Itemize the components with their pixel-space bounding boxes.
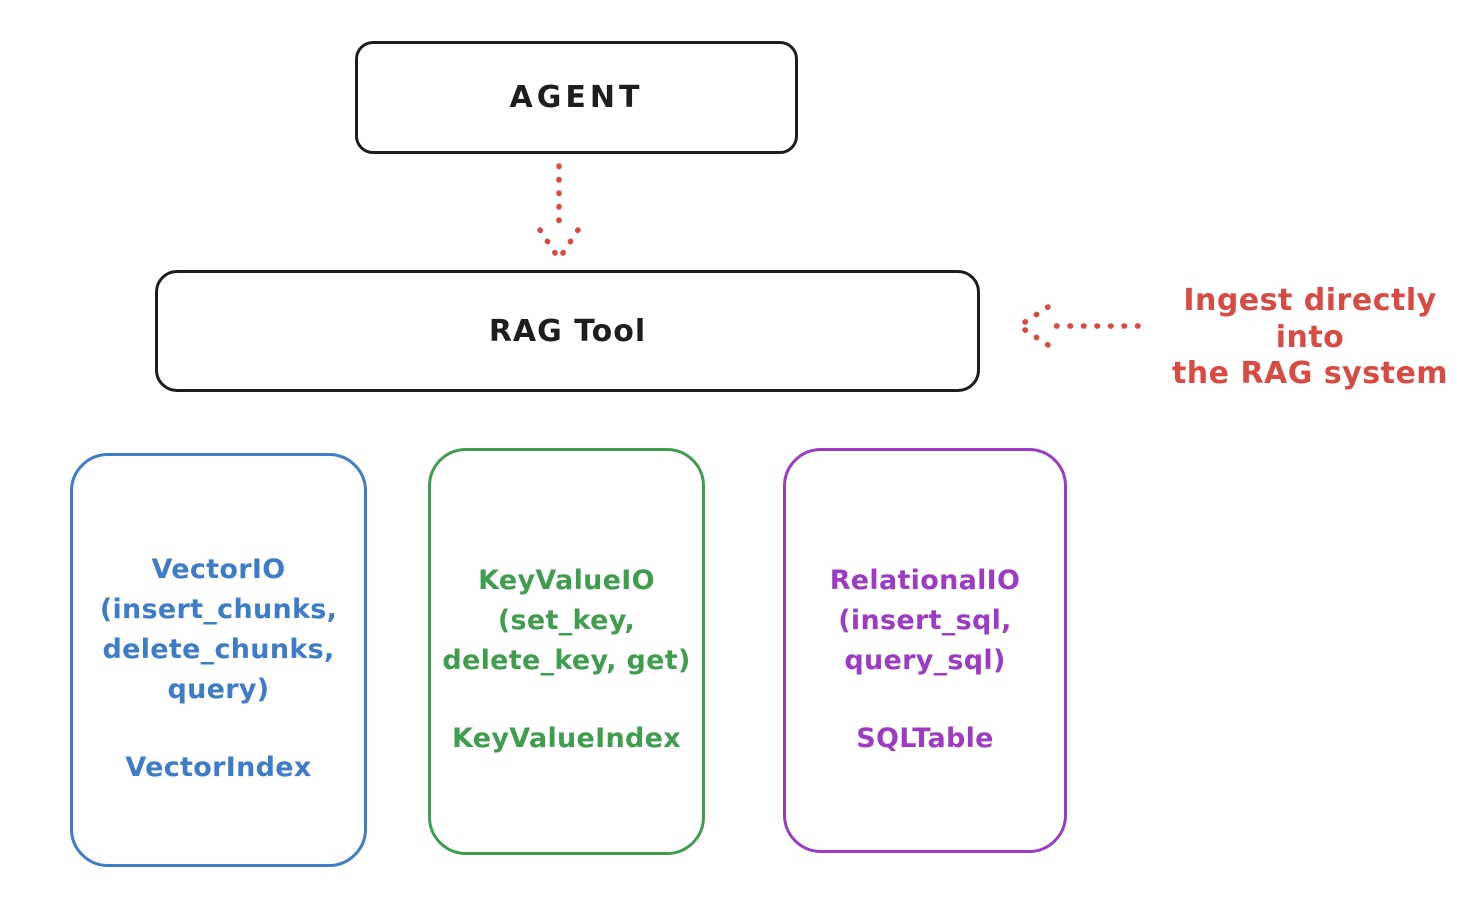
vector-io-methods: (insert_chunks, delete_chunks, query) (99, 593, 338, 705)
keyvalue-io-methods: (set_key, delete_key, get) (442, 604, 691, 676)
rag-tool-label: RAG Tool (488, 313, 647, 349)
relational-io-index: SQLTable (856, 722, 994, 754)
keyvalue-io-index: KeyValueIndex (451, 722, 681, 754)
vector-io-title: VectorIO (151, 554, 286, 585)
keyvalue-io-title: KeyValueIO (478, 565, 655, 596)
vector-io-index: VectorIndex (125, 751, 312, 783)
vector-io-box: VectorIO (insert_chunks, delete_chunks, … (70, 453, 367, 867)
relational-io-box: RelationalIO (insert_sql, query_sql) SQL… (783, 448, 1067, 853)
keyvalue-io-box: KeyValueIO (set_key, delete_key, get) Ke… (428, 448, 705, 855)
relational-io-methods: (insert_sql, query_sql) (838, 604, 1012, 676)
relational-io-title: RelationalIO (829, 565, 1021, 596)
agent-label: AGENT (509, 80, 644, 115)
annotation-to-rag-arrow (1019, 304, 1141, 348)
agent-to-rag-arrow (537, 163, 581, 259)
agent-node: AGENT (355, 41, 798, 154)
ingest-annotation: Ingest directly into the RAG system (1171, 283, 1449, 392)
rag-tool-node: RAG Tool (155, 270, 980, 392)
